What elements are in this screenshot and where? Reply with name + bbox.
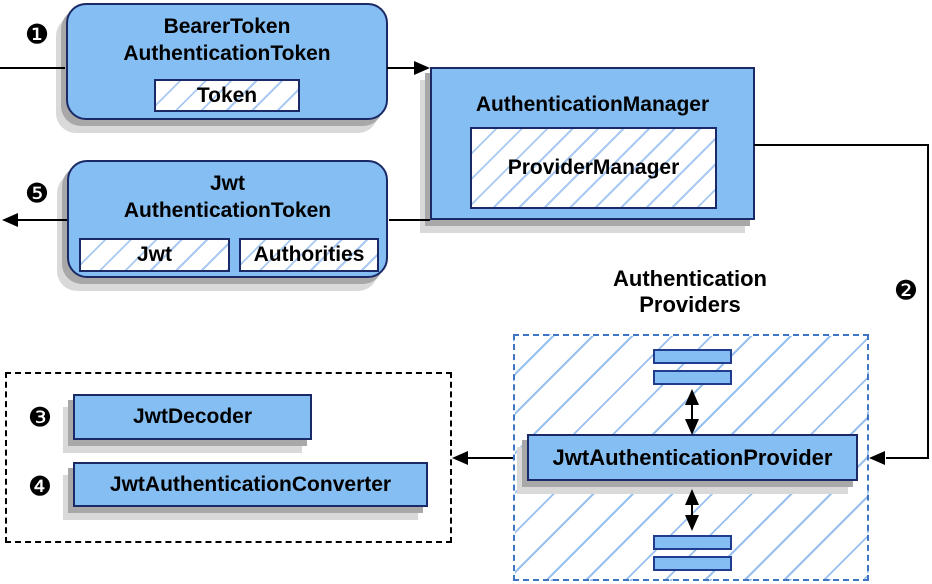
jwt-authentication-token-node: Jwt AuthenticationToken Jwt Authorities (67, 160, 388, 278)
authentication-manager-title: AuthenticationManager (475, 93, 710, 116)
step-4-badge: ❹ (27, 471, 53, 503)
bearer-token-title-line1: BearerToken (163, 15, 291, 38)
step-3-badge: ❸ (27, 402, 53, 434)
jwt-field: Jwt (79, 238, 230, 272)
provider-placeholder-bar (653, 556, 732, 571)
authentication-providers-label-line1: Authentication (613, 266, 767, 291)
provider-placeholder-bar (653, 349, 732, 364)
jwt-authentication-provider-node: JwtAuthenticationProvider (527, 434, 858, 481)
step-5-badge: ❺ (24, 178, 50, 210)
provider-manager-label: ProviderManager (507, 156, 680, 179)
authentication-providers-label: Authentication Providers (565, 266, 815, 318)
provider-manager-field: ProviderManager (470, 127, 717, 209)
bearer-token-authentication-token-node: BearerToken AuthenticationToken Token (66, 3, 388, 120)
authorities-field-label: Authorities (253, 243, 365, 266)
bearer-token-title-line2: AuthenticationToken (123, 42, 331, 65)
provider-placeholder-bar (653, 370, 732, 385)
arrow-jwt-token-out (2, 213, 67, 227)
step-1-badge: ❶ (24, 19, 50, 51)
step-2-badge: ❷ (893, 275, 919, 307)
jwt-authentication-converter-label: JwtAuthenticationConverter (109, 472, 392, 496)
bearer-token-node-title: BearerToken AuthenticationToken (68, 13, 386, 67)
jwt-decoder-node: JwtDecoder (73, 394, 312, 440)
token-field-label: Token (196, 83, 258, 107)
jwt-token-title-line1: Jwt (209, 172, 245, 195)
authentication-manager-node: AuthenticationManager ProviderManager (430, 67, 755, 220)
jwt-field-label: Jwt (136, 243, 172, 266)
jwt-authentication-converter-node: JwtAuthenticationConverter (73, 462, 428, 507)
authorities-field: Authorities (239, 238, 379, 272)
arrow-bearer-to-manager (387, 61, 430, 75)
provider-placeholder-bar (653, 535, 732, 550)
arrow-provider-to-decoder-group (452, 451, 513, 465)
jwt-decoder-label: JwtDecoder (132, 405, 253, 428)
token-field: Token (154, 79, 300, 112)
jwt-token-title-line2: AuthenticationToken (123, 199, 332, 222)
authentication-providers-label-line2: Providers (639, 292, 741, 317)
jwt-token-node-title: Jwt AuthenticationToken (69, 170, 386, 224)
jwt-authentication-provider-label: JwtAuthenticationProvider (552, 444, 833, 470)
